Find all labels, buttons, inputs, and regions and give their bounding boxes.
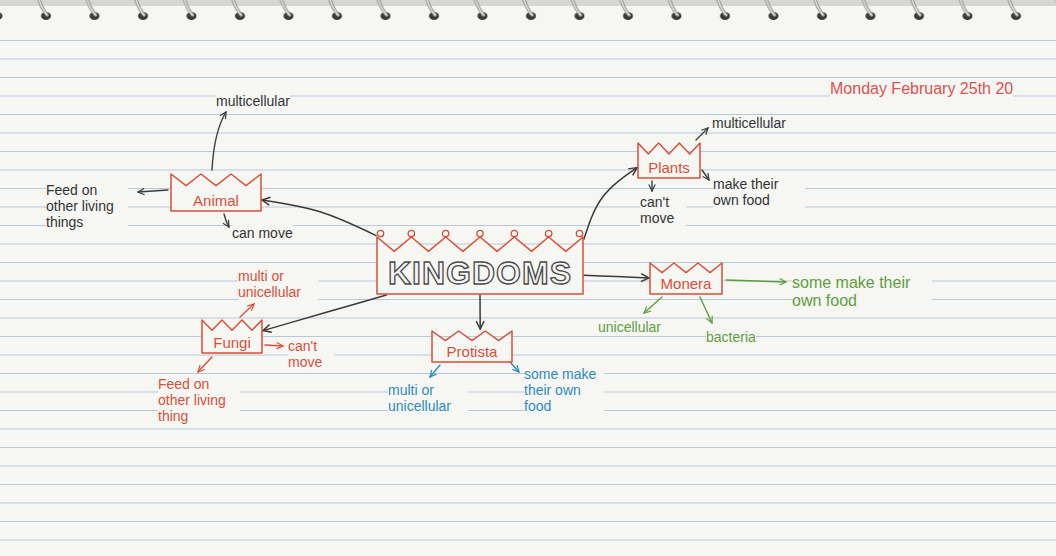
trait-note: multi or unicellular bbox=[388, 382, 468, 414]
kingdom-arrow bbox=[584, 168, 637, 239]
kingdom-name: Animal bbox=[193, 192, 239, 209]
label-holder: multicellular bbox=[216, 92, 326, 110]
leader-arrow bbox=[224, 214, 229, 227]
ruled-lines bbox=[0, 40, 1056, 556]
leader-arrow bbox=[198, 357, 212, 372]
trait-note: make their own food bbox=[713, 176, 805, 208]
label-holder: unicellular bbox=[598, 318, 688, 336]
date-note: Monday February 25th 20 bbox=[830, 80, 1013, 98]
label-holder: can't move bbox=[288, 338, 334, 371]
trait-note: Feed on other living thing bbox=[158, 376, 240, 424]
spiral-binding bbox=[0, 0, 1056, 34]
leader-arrow bbox=[700, 297, 712, 323]
label-holder: can move bbox=[232, 224, 312, 242]
crown-jewel bbox=[408, 230, 414, 236]
trait-note: bacteria bbox=[706, 329, 756, 345]
leader-arrow bbox=[702, 170, 709, 180]
crown-shape bbox=[171, 174, 261, 211]
kingdom-crown: Plants bbox=[637, 141, 701, 179]
label-holder: bacteria bbox=[706, 328, 786, 346]
leader-arrow bbox=[726, 280, 786, 282]
connectors bbox=[262, 168, 649, 331]
crown-text-group: KINGDOMS bbox=[388, 255, 572, 292]
trait-note: multicellular bbox=[216, 93, 290, 109]
kingdom-arrow bbox=[263, 295, 386, 331]
leader-arrow bbox=[510, 362, 519, 372]
kingdom-crown: Monera bbox=[649, 261, 723, 295]
trait-note: unicellular bbox=[598, 319, 661, 335]
crown-shape bbox=[202, 320, 262, 353]
crown-jewel bbox=[477, 230, 483, 236]
trait-note: multi or unicellular bbox=[238, 268, 318, 300]
leader-arrow bbox=[212, 112, 226, 170]
kingdom-arrow bbox=[584, 275, 649, 278]
crown-jewel bbox=[576, 230, 582, 236]
label-holder: make their own food bbox=[713, 176, 805, 209]
leader-arrow bbox=[430, 365, 440, 377]
kingdom-crown: Animal bbox=[170, 172, 262, 212]
trait-note: Feed on other living things bbox=[46, 182, 128, 230]
leader-arrow bbox=[644, 297, 662, 313]
central-crown: KINGDOMS bbox=[376, 229, 584, 295]
kingdom-crown: Fungi bbox=[201, 318, 263, 354]
label-holder: some make their own food bbox=[792, 274, 932, 311]
trait-note: can't move bbox=[288, 338, 334, 370]
label-holder: some make their own food bbox=[524, 366, 604, 415]
crown-text-group: Protista bbox=[447, 343, 498, 360]
trait-note: can't move bbox=[640, 194, 686, 226]
crown-jewel bbox=[377, 230, 383, 236]
kingdom-name: Fungi bbox=[213, 334, 251, 351]
label-holder: multi or unicellular bbox=[238, 268, 318, 301]
kingdom-name: Plants bbox=[648, 159, 690, 176]
leader-arrow bbox=[696, 128, 708, 140]
trait-note: some make their own food bbox=[792, 274, 932, 311]
label-holder: Feed on other living things bbox=[46, 182, 128, 231]
trait-note: multicellular bbox=[712, 115, 786, 131]
crown-text-group: Plants bbox=[648, 159, 690, 176]
kingdom-name: Protista bbox=[447, 343, 498, 360]
leader-arrow bbox=[265, 345, 283, 346]
label-holder: multicellular bbox=[712, 114, 822, 132]
crown-shape bbox=[432, 331, 512, 362]
trait-note: some make their own food bbox=[524, 366, 604, 414]
crown-jewel bbox=[545, 230, 551, 236]
kingdom-name: Monera bbox=[661, 275, 712, 292]
trait-note: can move bbox=[232, 225, 293, 241]
kingdom-arrow bbox=[479, 295, 481, 329]
crown-shape bbox=[377, 237, 583, 294]
label-holder: can't move bbox=[640, 194, 686, 227]
crown-jewel bbox=[511, 230, 517, 236]
label-holder: Feed on other living thing bbox=[158, 376, 240, 425]
kingdom-crown: Protista bbox=[431, 329, 513, 363]
crown-text-group: Monera bbox=[661, 275, 712, 292]
central-title: KINGDOMS bbox=[388, 255, 572, 292]
leader-arrow bbox=[138, 190, 168, 192]
crown-text-group: Fungi bbox=[213, 334, 251, 351]
crown-shape bbox=[638, 143, 700, 178]
crown-text-group: Animal bbox=[193, 192, 239, 209]
leader-arrow bbox=[651, 181, 652, 191]
label-holder: multi or unicellular bbox=[388, 382, 468, 415]
leader-arrow bbox=[240, 304, 254, 317]
crown-jewel bbox=[442, 230, 448, 236]
leader-lines bbox=[138, 112, 786, 377]
crown-shape bbox=[650, 263, 722, 294]
label-holder: Monday February 25th 20 bbox=[830, 80, 1045, 98]
